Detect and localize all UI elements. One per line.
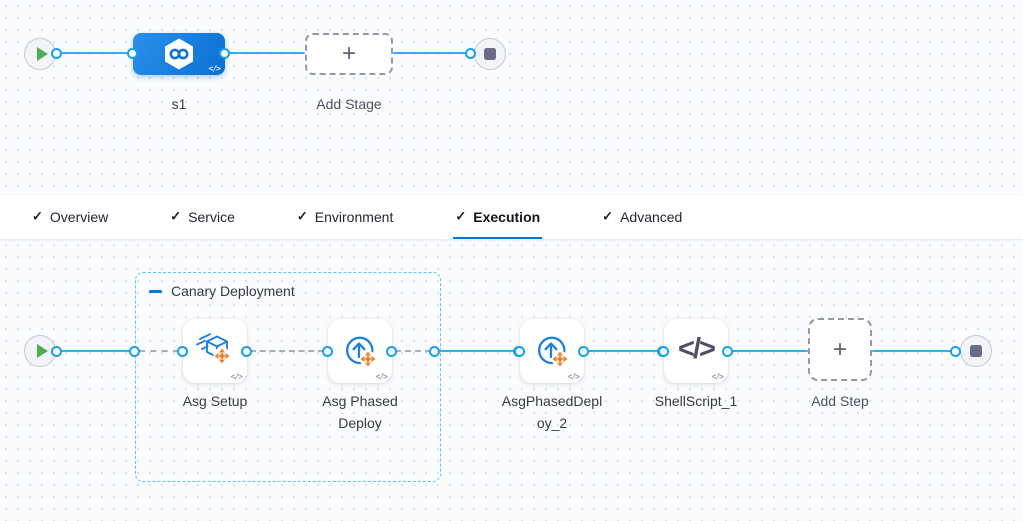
step-node-asg-phased-deploy[interactable]: </> bbox=[328, 319, 392, 383]
port[interactable] bbox=[177, 346, 188, 357]
tab-label: Environment bbox=[314, 208, 394, 225]
checkmark-icon: ✓ bbox=[455, 208, 467, 223]
stop-icon bbox=[970, 345, 982, 357]
stage-label: s1 bbox=[171, 96, 187, 112]
step-node-asgphaseddeploy-2[interactable]: </> bbox=[520, 319, 584, 383]
tab-overview[interactable]: ✓ Overview bbox=[30, 196, 110, 239]
cd-stage-icon bbox=[165, 38, 193, 70]
port[interactable] bbox=[578, 346, 589, 357]
tab-environment[interactable]: ✓ Environment bbox=[295, 196, 396, 239]
port[interactable] bbox=[219, 48, 230, 59]
step-group-header: Canary Deployment bbox=[149, 283, 295, 299]
port[interactable] bbox=[129, 346, 140, 357]
plus-icon: + bbox=[341, 40, 356, 67]
stage-graph-canvas: </> s1 + Add Stage bbox=[0, 0, 1023, 196]
port[interactable] bbox=[429, 346, 440, 357]
port[interactable] bbox=[51, 346, 62, 357]
execution-end-node bbox=[960, 335, 992, 367]
tab-label: Service bbox=[188, 208, 235, 225]
connector-dashed bbox=[139, 350, 179, 352]
port[interactable] bbox=[127, 48, 138, 59]
port[interactable] bbox=[51, 48, 62, 59]
code-icon: </> bbox=[230, 372, 243, 381]
checkmark-icon: ✓ bbox=[602, 208, 614, 223]
tab-advanced[interactable]: ✓ Advanced bbox=[600, 196, 684, 239]
collapse-icon[interactable] bbox=[149, 289, 162, 293]
port[interactable] bbox=[514, 346, 525, 357]
asg-rolling-deploy-icon bbox=[537, 336, 569, 368]
stop-icon bbox=[484, 48, 496, 60]
tab-execution[interactable]: ✓ Execution bbox=[453, 196, 543, 239]
step-label: Asg Setup bbox=[182, 393, 248, 409]
step-label: ShellScript_1 bbox=[654, 393, 738, 409]
port[interactable] bbox=[950, 346, 961, 357]
port[interactable] bbox=[658, 346, 669, 357]
add-stage-label: Add Stage bbox=[316, 96, 382, 112]
shell-script-icon: </> bbox=[678, 332, 716, 365]
stage-config-tabbar: ✓ Overview ✓ Service ✓ Environment ✓ Exe… bbox=[0, 196, 1023, 239]
step-group-label: Canary Deployment bbox=[171, 283, 295, 299]
play-icon bbox=[36, 47, 48, 61]
step-label: Asg Phased Deploy bbox=[322, 393, 398, 431]
add-step-label: Add Step bbox=[811, 393, 869, 409]
plus-icon: + bbox=[832, 335, 847, 363]
connector bbox=[587, 350, 659, 352]
port[interactable] bbox=[386, 346, 397, 357]
execution-graph-canvas: Canary Deployment </> bbox=[0, 239, 1023, 521]
tab-label: Execution bbox=[473, 208, 541, 225]
pipeline-end-node bbox=[474, 38, 506, 70]
port[interactable] bbox=[465, 48, 476, 59]
tab-label: Advanced bbox=[620, 208, 683, 225]
connector-dashed bbox=[250, 350, 324, 352]
step-node-shellscript-1[interactable]: </> </> bbox=[664, 319, 728, 383]
pipeline-start-node bbox=[24, 38, 56, 70]
connector bbox=[60, 350, 135, 352]
port[interactable] bbox=[722, 346, 733, 357]
connector-dashed bbox=[395, 350, 431, 352]
connector bbox=[229, 52, 305, 54]
checkmark-icon: ✓ bbox=[32, 208, 43, 223]
asg-rolling-deploy-icon bbox=[345, 336, 377, 368]
connector bbox=[439, 350, 515, 352]
checkmark-icon: ✓ bbox=[170, 208, 182, 223]
code-icon: </> bbox=[375, 372, 388, 381]
code-icon: </> bbox=[711, 372, 724, 381]
tab-label: Overview bbox=[49, 208, 109, 225]
checkmark-icon: ✓ bbox=[296, 208, 308, 223]
add-step-button[interactable]: + bbox=[808, 318, 872, 381]
connector bbox=[731, 350, 808, 352]
step-label: AsgPhasedDeploy_2 bbox=[501, 393, 603, 431]
tab-service[interactable]: ✓ Service bbox=[168, 196, 237, 239]
port[interactable] bbox=[241, 346, 252, 357]
connector bbox=[872, 350, 952, 352]
step-group-canary-deployment[interactable] bbox=[135, 272, 441, 482]
code-icon: </> bbox=[567, 372, 580, 381]
connector bbox=[60, 52, 135, 54]
stage-node-s1[interactable]: </> bbox=[133, 33, 225, 75]
asg-setup-icon bbox=[196, 333, 231, 365]
code-icon: </> bbox=[208, 64, 221, 73]
play-icon bbox=[36, 344, 48, 358]
port[interactable] bbox=[322, 346, 333, 357]
connector bbox=[393, 52, 467, 54]
add-stage-button[interactable]: + bbox=[305, 33, 393, 75]
step-node-asg-setup[interactable]: </> bbox=[183, 319, 247, 383]
